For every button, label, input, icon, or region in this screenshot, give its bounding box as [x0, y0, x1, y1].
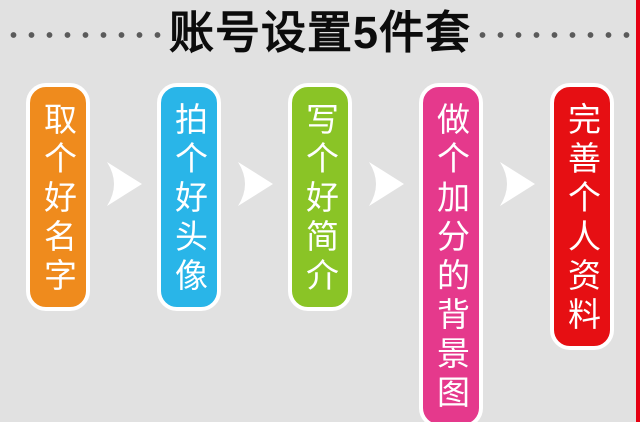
step-label: 取个好名字	[39, 102, 77, 297]
step-pill-profile: 完善个人资料	[550, 83, 614, 350]
arrow-right-icon	[499, 162, 535, 206]
arrow-right-icon	[106, 162, 142, 206]
page-title: 账号设置5件套	[168, 6, 472, 58]
right-border-accent	[636, 0, 640, 422]
steps-flow: 取个好名字 拍个好头像 写个好简介 做个加分的背景图 完善个人资料	[0, 70, 640, 422]
arrow-right-icon	[368, 162, 404, 206]
header: 账号设置5件套	[0, 0, 640, 70]
arrow-right-icon	[237, 162, 273, 206]
step-label: 做个加分的背景图	[432, 102, 470, 414]
step-pill-name: 取个好名字	[26, 83, 90, 311]
step-pill-avatar: 拍个好头像	[157, 83, 221, 311]
step-pill-background-image: 做个加分的背景图	[419, 83, 483, 422]
step-label: 完善个人资料	[563, 102, 601, 336]
step-label: 写个好简介	[301, 102, 339, 297]
step-pill-bio: 写个好简介	[288, 83, 352, 311]
dotted-divider-right	[475, 31, 634, 39]
dotted-divider-left	[6, 31, 165, 39]
step-label: 拍个好头像	[170, 102, 208, 297]
